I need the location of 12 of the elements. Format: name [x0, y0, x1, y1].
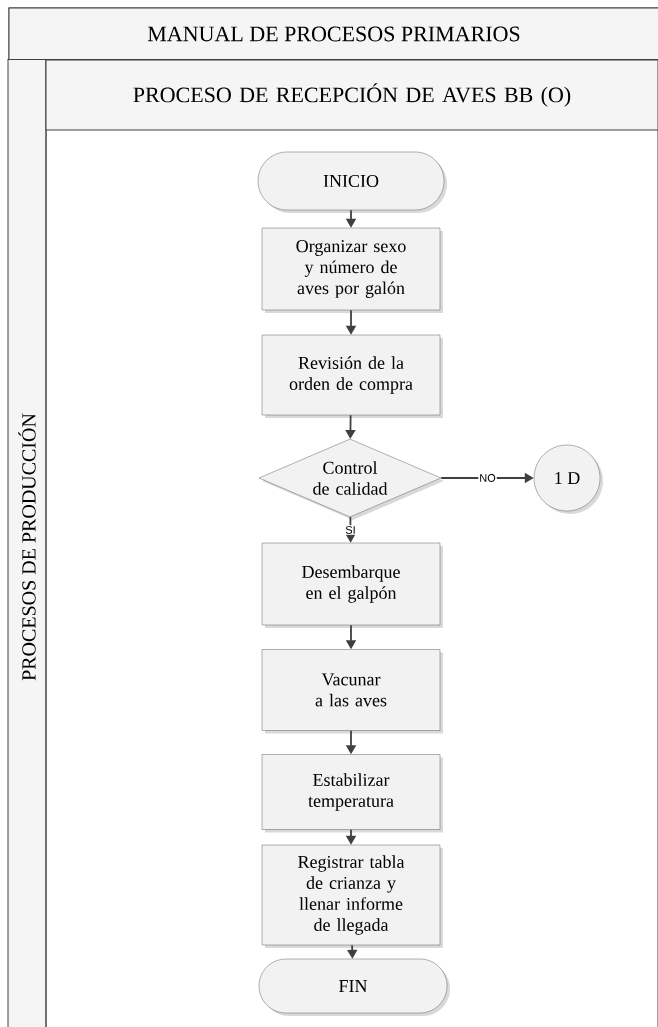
process-box: Registrar tabla de crianza y llenar informe de llegada: [261, 844, 443, 948]
process-box: Revisión de la orden de compra: [261, 334, 443, 418]
process-box: Desembarque en el galpón: [261, 542, 443, 628]
edge-label: NO: [478, 473, 497, 483]
process-box: Organizar sexo y número de aves por galón: [261, 227, 443, 313]
edge-label: SI: [344, 525, 357, 535]
process-box: Vacunar a las aves: [261, 649, 443, 734]
pool-header: MANUAL DE PROCESOS PRIMARIOS: [8, 7, 658, 61]
phase-header: PROCESO DE RECEPCIÓN DE AVES BB (O): [45, 59, 658, 131]
lane-label-band: PROCESOS DE PRODUCCIÓN: [7, 59, 47, 1027]
process-box: Estabilizar temperatura: [261, 754, 443, 833]
node-label: PROCESOS DE PRODUCCIÓN: [18, 413, 36, 681]
